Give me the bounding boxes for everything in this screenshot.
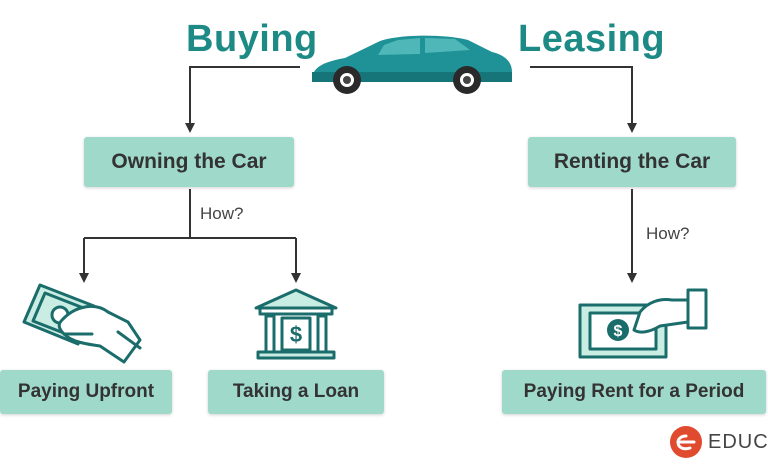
box-renting-the-car: Renting the Car [528, 137, 736, 187]
box-taking-a-loan: Taking a Loan [208, 370, 384, 414]
bank-icon: $ [254, 288, 338, 360]
svg-text:$: $ [614, 323, 623, 340]
connector-buying-to-owning [185, 66, 300, 133]
connector-leasing-to-renting [530, 66, 637, 133]
label-how-right: How? [646, 224, 690, 243]
box-paying-rent-for-a-period: Paying Rent for a Period [502, 370, 766, 414]
cash-hand-icon [22, 283, 142, 364]
box-owning-the-car: Owning the Car [84, 137, 294, 187]
money-hand-icon: $ [578, 288, 708, 359]
heading-leasing: Leasing [518, 18, 666, 60]
heading-buying: Buying [186, 18, 318, 60]
box-paying-upfront: Paying Upfront [0, 370, 172, 414]
educba-logo-icon [670, 426, 702, 458]
car-icon [312, 35, 512, 94]
logo-text: EDUC [708, 431, 768, 453]
svg-text:$: $ [290, 322, 302, 347]
label-how-left: How? [200, 204, 244, 223]
connector-owning-split [79, 189, 301, 283]
